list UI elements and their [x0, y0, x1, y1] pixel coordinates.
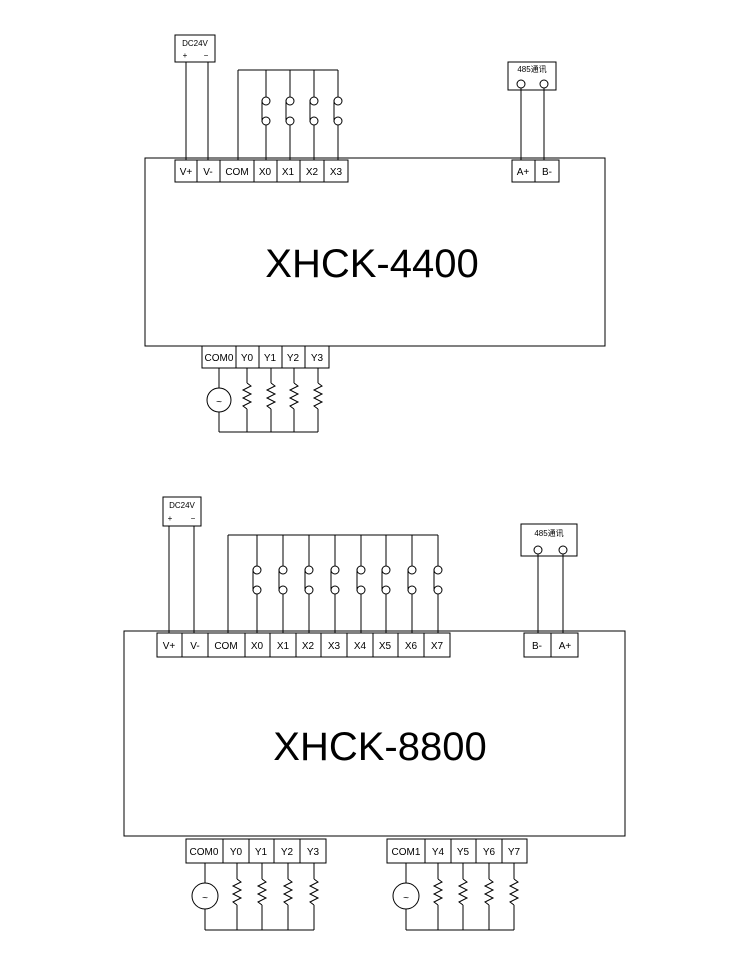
terminal-label: X0	[251, 641, 264, 652]
terminal-label: X2	[302, 641, 315, 652]
terminal-label: Y1	[264, 353, 277, 364]
terminal-label: X0	[259, 167, 272, 178]
terminal-label: Y3	[311, 353, 324, 364]
resistor-icon	[288, 382, 300, 410]
comm-terminal-label: B-	[532, 641, 542, 652]
rs485-label-8800: 485通讯	[534, 528, 563, 538]
terminal-label: V+	[163, 641, 176, 652]
comm-terminal-label: B-	[542, 167, 552, 178]
rs485-box-4400	[507, 61, 557, 91]
terminal-label: V-	[203, 167, 212, 178]
power-plus-label-8800: +	[168, 514, 173, 523]
diagram-xhck-8800: XHCK-8800 DC24V + − V+ V- COM X0 X1 X2 X…	[123, 496, 626, 931]
terminal-label: Y5	[457, 847, 470, 858]
resistor-icon	[282, 878, 294, 906]
power-supply-label-8800: DC24V	[169, 501, 195, 510]
resistor-icon	[231, 878, 243, 906]
output-terminal-block-8800-group1: COM1 Y4 Y5 Y6 Y7	[386, 838, 528, 864]
terminal-label: X2	[306, 167, 319, 178]
terminal-label: Y0	[241, 353, 254, 364]
power-supply-label-4400: DC24V	[182, 39, 208, 48]
terminal-label: X3	[328, 641, 341, 652]
terminal-label: X3	[330, 167, 343, 178]
model-title-4400: XHCK-4400	[265, 242, 478, 286]
terminal-label: V+	[180, 167, 193, 178]
terminal-label: COM	[225, 167, 248, 178]
module-body-8800	[123, 630, 626, 837]
terminal-label: COM0	[190, 847, 219, 858]
terminal-label: Y3	[307, 847, 320, 858]
power-plus-label-4400: +	[183, 51, 188, 60]
terminal-label: X1	[277, 641, 290, 652]
terminal-label: V-	[190, 641, 199, 652]
terminal-label: COM0	[205, 353, 234, 364]
input-switches-4400	[237, 69, 343, 160]
input-switches-8800	[227, 534, 443, 633]
output-loads-4400: ~	[206, 368, 324, 433]
power-minus-label-4400: −	[204, 51, 209, 60]
terminal-label: X1	[282, 167, 295, 178]
input-terminal-block-4400: V+ V- COM X0 X1 X2 X3	[174, 159, 349, 183]
rs485-label-4400: 485通讯	[517, 64, 546, 74]
resistor-icon	[432, 878, 444, 906]
resistor-icon	[265, 382, 277, 410]
resistor-icon	[508, 878, 520, 906]
resistor-icon	[308, 878, 320, 906]
input-terminal-block-8800: V+ V- COM X0 X1 X2 X3 X4 X5 X6 X7	[156, 632, 451, 658]
terminal-label: Y2	[287, 353, 300, 364]
terminal-label: X5	[379, 641, 392, 652]
terminal-label: Y0	[230, 847, 243, 858]
resistor-icon	[457, 878, 469, 906]
terminal-label: X6	[405, 641, 418, 652]
power-supply-box-8800	[162, 496, 202, 527]
resistor-icon	[483, 878, 495, 906]
terminal-label: Y1	[255, 847, 268, 858]
resistor-icon	[241, 382, 253, 410]
power-minus-label-8800: −	[191, 514, 196, 523]
resistor-icon	[312, 382, 324, 410]
terminal-label: COM1	[392, 847, 421, 858]
terminal-label: Y2	[281, 847, 294, 858]
terminal-label: Y7	[508, 847, 521, 858]
model-title-8800: XHCK-8800	[273, 725, 486, 769]
rs485-box-8800	[520, 523, 578, 557]
resistor-icon	[256, 878, 268, 906]
comm-terminal-label: A+	[559, 641, 572, 652]
output-terminal-block-8800-group0: COM0 Y0 Y1 Y2 Y3	[185, 838, 327, 864]
terminal-label: COM	[214, 641, 237, 652]
diagram-xhck-4400: XHCK-4400 DC24V + − V+ V- COM X0 X1 X2 X…	[144, 34, 606, 433]
comm-terminal-label: A+	[517, 167, 530, 178]
output-loads-8800-group1: ~	[392, 863, 520, 931]
terminal-label: Y4	[432, 847, 445, 858]
svg-text:~: ~	[216, 397, 222, 408]
terminal-label: Y6	[483, 847, 496, 858]
power-supply-box-4400	[174, 34, 216, 63]
svg-text:~: ~	[403, 893, 409, 904]
svg-text:~: ~	[202, 893, 208, 904]
terminal-label: X7	[431, 641, 444, 652]
module-body-4400	[144, 157, 606, 347]
terminal-label: X4	[354, 641, 367, 652]
output-terminal-block-4400: COM0 Y0 Y1 Y2 Y3	[201, 345, 330, 369]
output-loads-8800-group0: ~	[191, 863, 320, 931]
